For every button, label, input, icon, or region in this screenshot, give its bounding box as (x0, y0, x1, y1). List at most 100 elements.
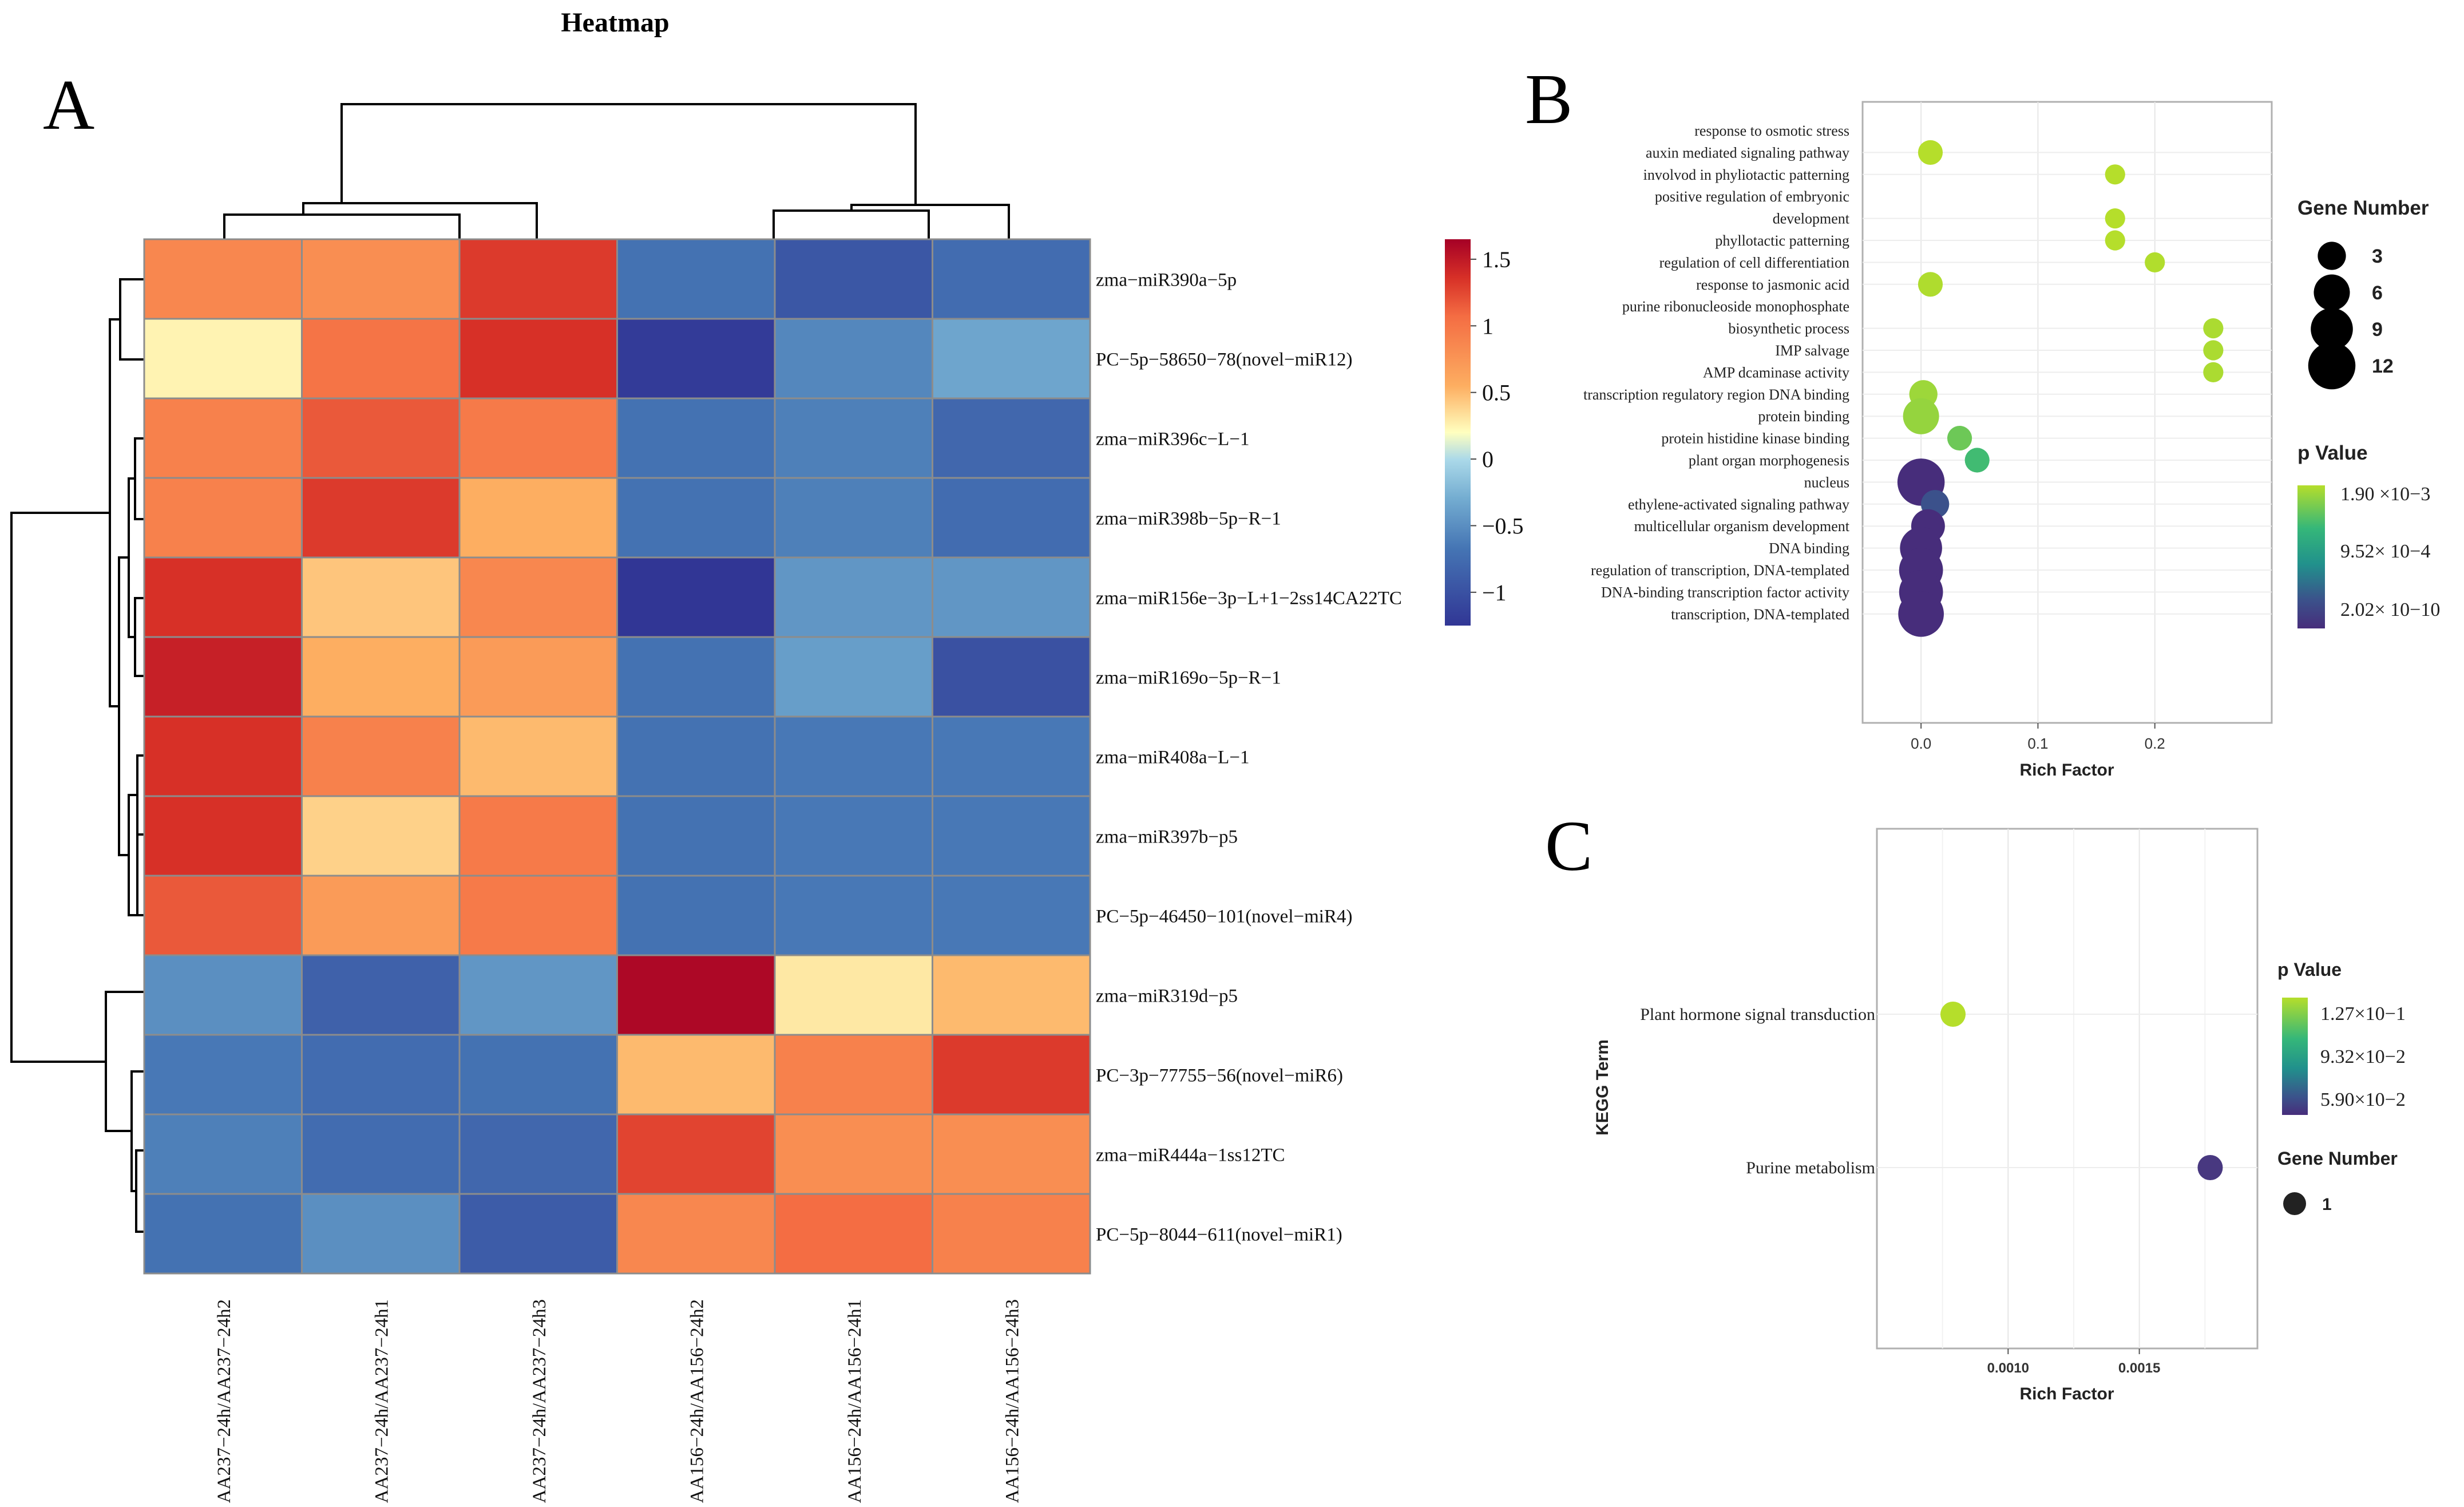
heatmap-cell (143, 477, 303, 559)
plot-b-term-label: AMP dcaminase activity (1703, 364, 1849, 381)
heatmap-row-label: PC−3p−77755−56(novel−miR6) (1096, 1066, 1343, 1086)
heatmap-cell (458, 795, 618, 877)
heatmap-colorbar: 1.510.50−0.5−1 (1445, 239, 1524, 626)
heatmap-cell (143, 795, 303, 877)
heatmap-column-label: AA237−24h/AA237−24h2 (214, 1299, 235, 1503)
plot-b-x-tick-label: 0.2 (2145, 735, 2165, 752)
heatmap-cell (458, 556, 618, 638)
plot-b-size-legend-dot (2311, 308, 2353, 350)
plot-c-color-legend-title: p Value (2277, 959, 2342, 980)
heatmap-title: Heatmap (561, 7, 669, 38)
heatmap-cell (616, 875, 776, 956)
heatmap-cell (932, 397, 1091, 479)
plot-b-points (1897, 140, 2224, 637)
plot-b-term-label: phyllotactic patterning (1715, 232, 1849, 249)
heatmap-cell (458, 636, 618, 718)
heatmap-row-labels: zma−miR390a−5pPC−5p−58650−78(novel−miR12… (1096, 270, 1402, 1245)
heatmap-cell (301, 954, 461, 1036)
plot-c-points (1940, 1002, 2223, 1180)
heatmap-cell (932, 875, 1091, 956)
plot-b-term-label: response to jasmonic acid (1696, 276, 1849, 293)
heatmap-column-label: AA156−24h/AA156−24h2 (687, 1299, 707, 1503)
heatmap-column-labels: AA237−24h/AA237−24h2 AA237−24h/AA237−24h1… (214, 1299, 1023, 1503)
heatmap-row-label: zma−miR390a−5p (1096, 270, 1237, 291)
plot-b-term-label: nucleus (1804, 474, 1849, 491)
plot-b-term-label: transcription, DNA-templated (1671, 606, 1849, 623)
plot-c-point (2197, 1155, 2223, 1180)
plot-c-size-legend-title: Gene Number (2277, 1148, 2398, 1169)
plot-b-size-legend-title: Gene Number (2297, 197, 2429, 219)
plot-b-point (2203, 362, 2224, 383)
colorbar-tick-label: 1 (1482, 313, 1494, 339)
kegg-dotplot-panel: C Plant hormone signal transductionPurin… (1545, 807, 2406, 1403)
heatmap-cell (774, 954, 933, 1036)
plot-b-color-legend-title: p Value (2297, 442, 2368, 464)
heatmap-cell (616, 715, 776, 797)
heatmap-row-label: zma−miR397b−p5 (1096, 827, 1238, 848)
heatmap-cell (301, 1034, 461, 1116)
heatmap-row-label: zma−miR398b−5p−R−1 (1096, 509, 1281, 529)
heatmap-cell (143, 1034, 303, 1116)
plot-c-term-label: Purine metabolism (1746, 1158, 1875, 1177)
heatmap-cells (143, 238, 1091, 1275)
heatmap-cell (301, 1193, 461, 1275)
heatmap-cell (616, 954, 776, 1036)
heatmap-cell (616, 238, 776, 320)
plot-b-color-legend-label: 2.02× 10−10 (2340, 599, 2440, 620)
heatmap-cell (301, 715, 461, 797)
heatmap-cell (301, 238, 461, 320)
heatmap-cell (458, 1193, 618, 1275)
plot-c-color-legend: p Value 1.27×10−19.32×10−25.90×10−2 (2277, 959, 2406, 1115)
plot-b-point (2203, 340, 2224, 361)
heatmap-cell (143, 715, 303, 797)
plot-c-term-labels: Plant hormone signal transductionPurine … (1640, 1005, 1875, 1177)
heatmap-row-label: PC−5p−46450−101(novel−miR4) (1096, 907, 1352, 927)
plot-b-x-label: Rich Factor (2019, 761, 2114, 780)
colorbar-tick-label: −0.5 (1482, 513, 1524, 539)
heatmap-cell (932, 1113, 1091, 1195)
heatmap-cell (143, 318, 303, 400)
heatmap-cell (616, 1113, 776, 1195)
heatmap-cell (774, 477, 933, 559)
heatmap-cell (932, 795, 1091, 877)
heatmap-row-label: zma−miR444a−1ss12TC (1096, 1145, 1285, 1166)
heatmap-cell (774, 1113, 933, 1195)
colorbar-ticks: 1.510.50−0.5−1 (1471, 247, 1524, 606)
heatmap-row-label: zma−miR169o−5p−R−1 (1096, 668, 1281, 689)
plot-b-color-legend-label: 9.52× 10−4 (2340, 541, 2430, 562)
heatmap-cell (301, 477, 461, 559)
plot-c-color-legend-label: 5.90×10−2 (2320, 1089, 2406, 1110)
heatmap-column-label: AA156−24h/AA156−24h3 (1002, 1299, 1023, 1503)
heatmap-cell (301, 875, 461, 956)
heatmap-cell (774, 795, 933, 877)
heatmap-row-label: zma−miR156e−3p−L+1−2ss14CA22TC (1096, 588, 1402, 609)
heatmap-cell (458, 954, 618, 1036)
heatmap-cell (774, 1034, 933, 1116)
heatmap-cell (301, 795, 461, 877)
heatmap-cell (774, 318, 933, 400)
row-dendrogram (10, 278, 144, 1233)
heatmap-cell (301, 397, 461, 479)
plot-b-term-label: protein binding (1758, 408, 1849, 425)
heatmap-cell (774, 636, 933, 718)
plot-b-point (2105, 230, 2125, 251)
heatmap-column-label: AA237−24h/AA237−24h1 (371, 1299, 392, 1503)
plot-b-term-label: multicellular organism development (1634, 518, 1850, 535)
plot-b-color-legend-label: 1.90 ×10−3 (2340, 484, 2430, 505)
heatmap-cell (932, 556, 1091, 638)
plot-b-term-label: development (1773, 211, 1850, 227)
colorbar-tick-label: 0.5 (1482, 380, 1511, 406)
plot-b-x-tick-label: 0.0 (1911, 735, 1931, 752)
plot-b-point (2105, 208, 2125, 229)
colorbar-gradient (1445, 239, 1471, 626)
plot-c-size-legend-dot (2283, 1192, 2306, 1215)
plot-c-size-legend-label: 1 (2322, 1195, 2332, 1214)
plot-b-term-label: biosynthetic process (1728, 321, 1849, 337)
plot-c-x-tick-label: 0.0010 (1987, 1360, 2029, 1376)
heatmap-cell (458, 715, 618, 797)
plot-b-term-label: response to osmotic stress (1694, 122, 1849, 139)
plot-b-size-legend-label: 9 (2372, 319, 2383, 341)
heatmap-cell (774, 556, 933, 638)
plot-b-term-label: ethylene-activated signaling pathway (1628, 496, 1849, 513)
